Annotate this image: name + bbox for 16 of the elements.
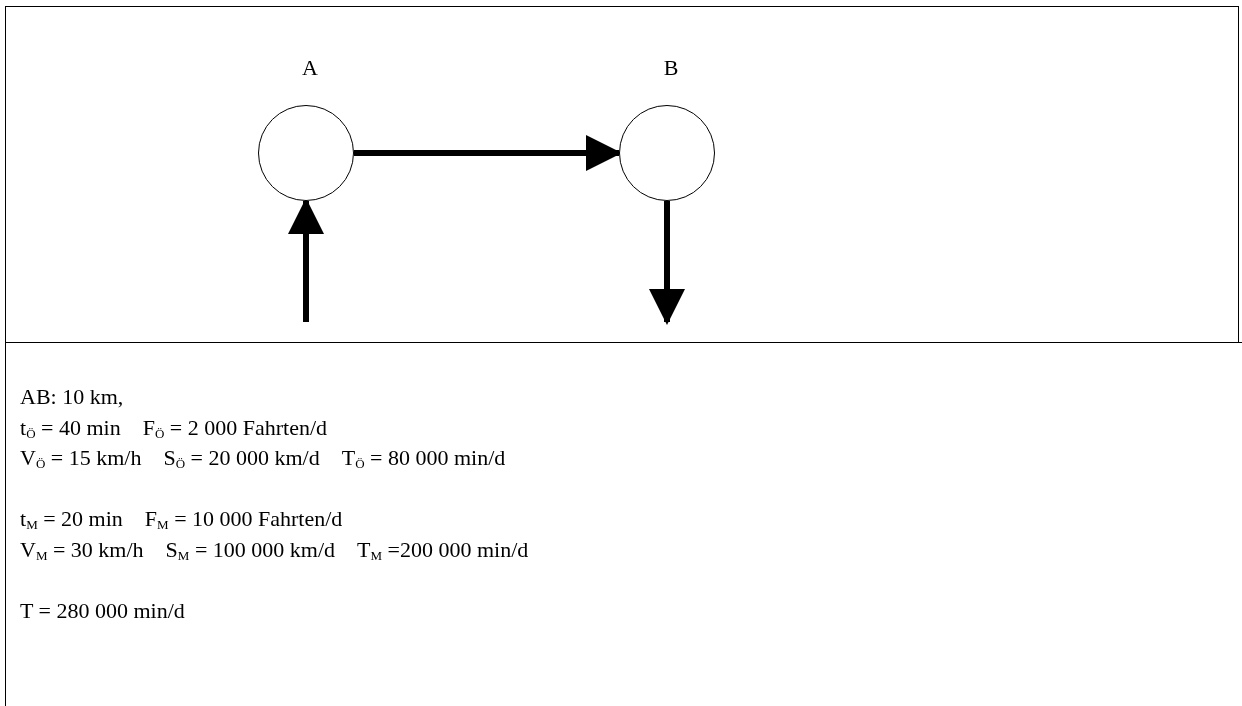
note-text: t$_{M}$ = 20 min	[20, 505, 123, 535]
note-text: V$_{M}$ = 30 km/h	[20, 535, 144, 565]
arrow	[288, 198, 324, 322]
note-text: AB: 10 km,	[20, 383, 124, 411]
note-text: F$_{Ö}$ = 2 000 Fahrten/d	[142, 413, 328, 443]
note-text: V$_{Ö}$ = 15 km/h	[20, 444, 142, 474]
note-text: S$_{M}$ = 100 000 km/d	[165, 535, 336, 565]
note-text: T$_{M}$ =200 000 min/d	[357, 535, 529, 565]
note-text: t$_{Ö}$ = 40 min	[20, 413, 121, 443]
node-label: B	[663, 57, 679, 79]
note-text: T = 280 000 min/d	[20, 597, 185, 626]
arrow	[649, 201, 685, 325]
node-label: A	[302, 57, 318, 79]
note-text: T$_{Ö}$ = 80 000 min/d	[341, 444, 506, 474]
note-text: S$_{Ö}$ = 20 000 km/d	[163, 444, 320, 474]
note-text: F$_{M}$ = 10 000 Fahrten/d	[144, 505, 343, 535]
